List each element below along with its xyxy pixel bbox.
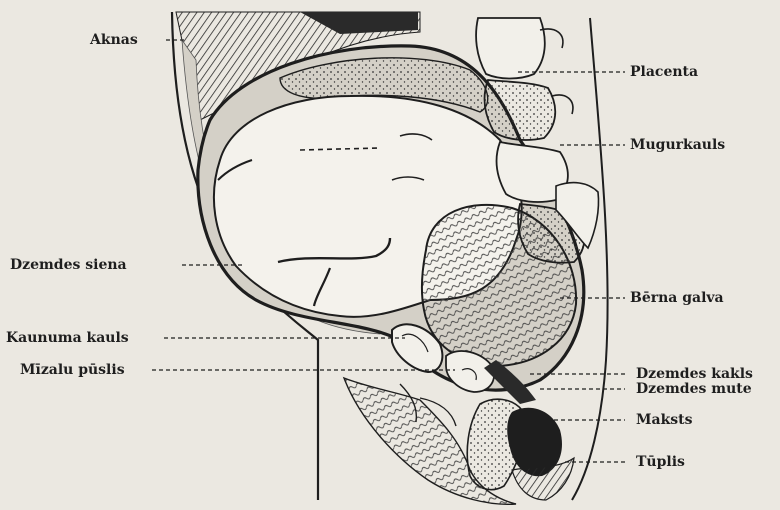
label-aknas: Aknas bbox=[90, 32, 138, 48]
label-mugurkauls: Mugurkauls bbox=[630, 137, 725, 153]
label-mizalu-puslis: Mīzalu pūslis bbox=[20, 362, 125, 378]
label-dzemdes-kakls: Dzemdes kakls bbox=[636, 366, 753, 382]
label-tuplis: Tūplis bbox=[636, 454, 685, 470]
label-dzemdes-mute: Dzemdes mute bbox=[636, 381, 752, 397]
label-dzemdes-siena: Dzemdes siena bbox=[10, 257, 127, 273]
label-kaunuma-kauls: Kaunuma kauls bbox=[6, 330, 129, 346]
label-maksts: Maksts bbox=[636, 412, 693, 428]
label-berna-galva: Bērna galva bbox=[630, 290, 724, 306]
label-placenta: Placenta bbox=[630, 64, 698, 80]
